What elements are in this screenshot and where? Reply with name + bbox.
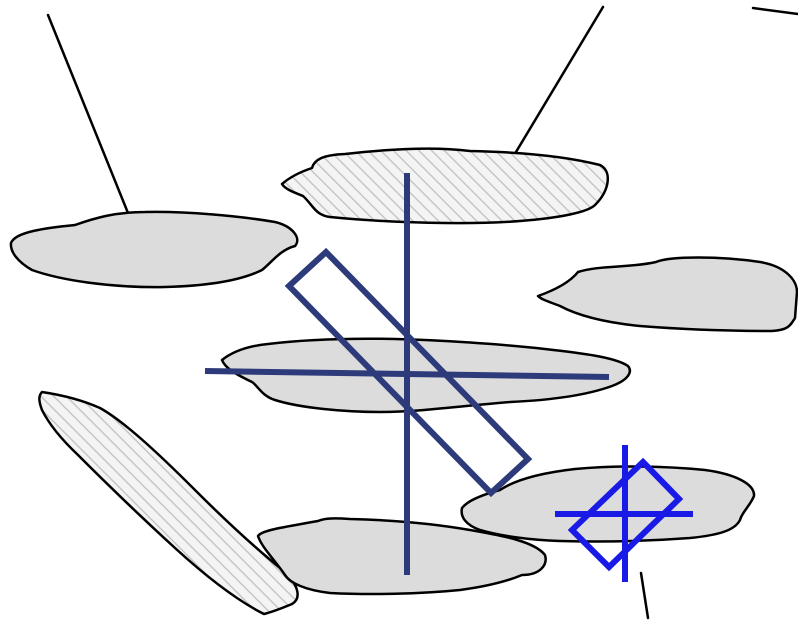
right-blob bbox=[538, 258, 797, 332]
leader-line-top-right bbox=[753, 8, 798, 14]
diagonal-hatched-blob bbox=[39, 392, 297, 614]
left-blob bbox=[11, 212, 297, 287]
small-cross-marker bbox=[555, 445, 693, 582]
leader-line-left bbox=[48, 15, 128, 213]
leader-line-bottom bbox=[641, 573, 648, 618]
top-hatched-blob bbox=[282, 149, 608, 223]
